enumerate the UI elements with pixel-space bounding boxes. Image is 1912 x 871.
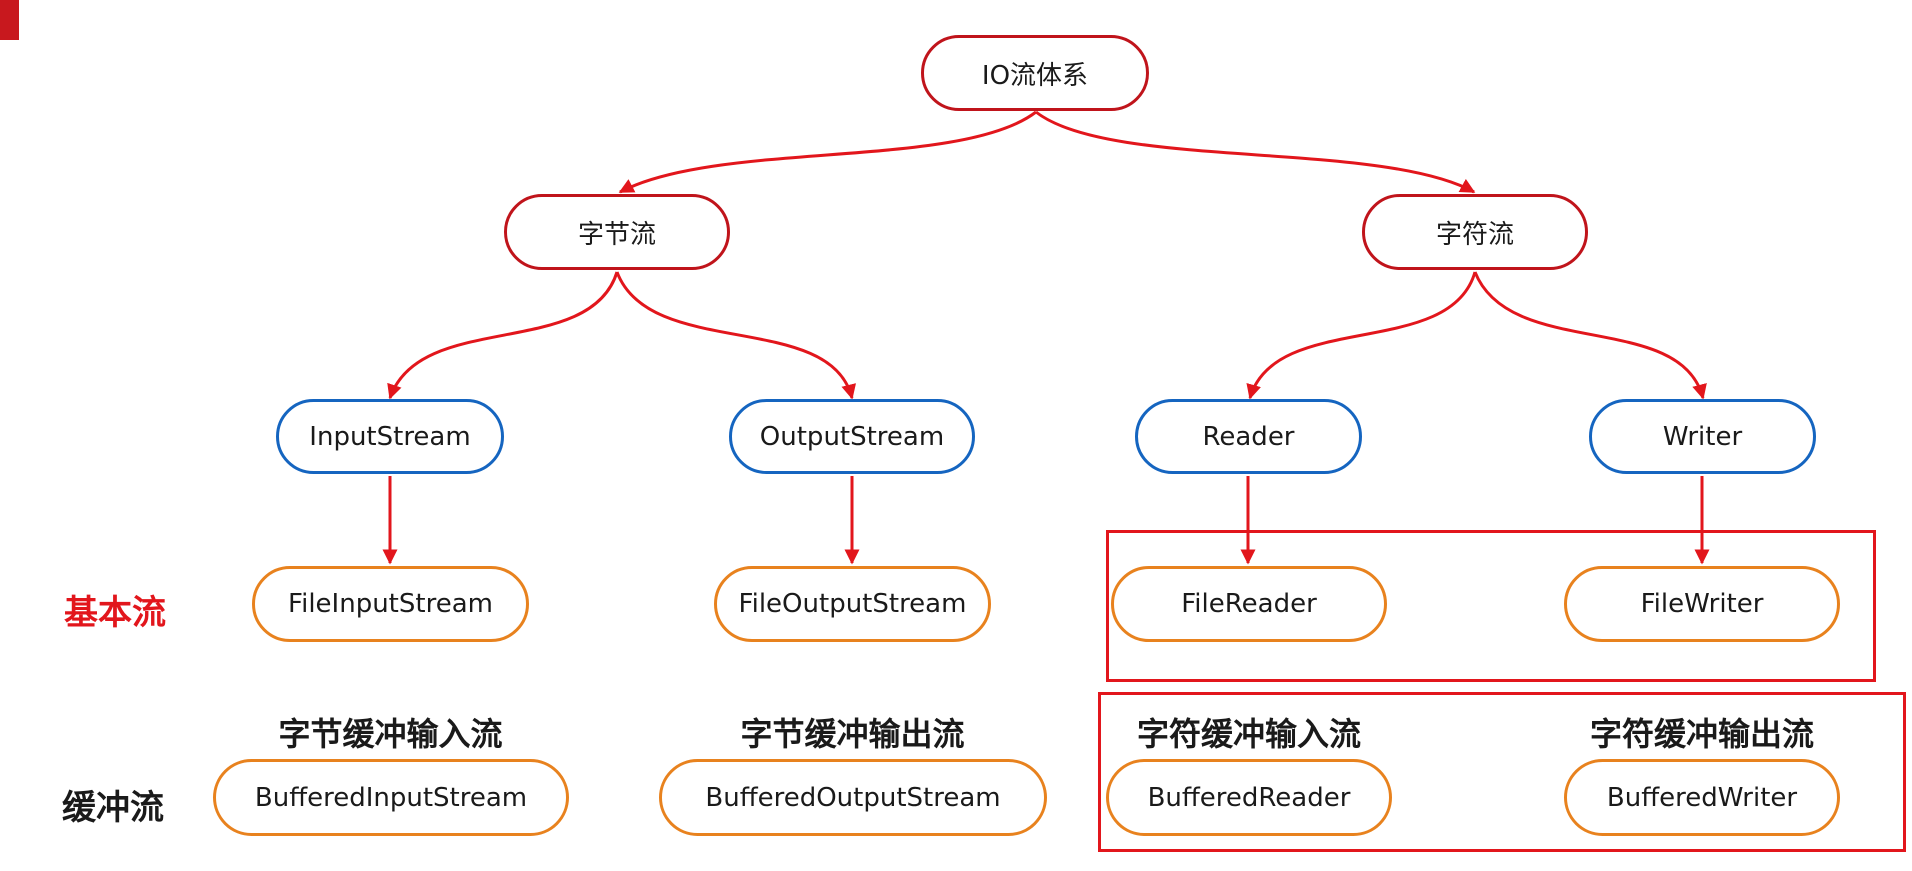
node-bufferedoutputstream: BufferedOutputStream (659, 759, 1047, 836)
node-io-system: IO流体系 (921, 35, 1149, 111)
edge-root-to-char-stream (1035, 110, 1476, 194)
node-filewriter: FileWriter (1564, 566, 1840, 642)
caption-byte-buffered-output: 字节缓冲输出流 (740, 715, 965, 753)
node-byte-stream: 字节流 (504, 194, 730, 270)
char-buffered-stream-highlight (1098, 692, 1906, 852)
node-bufferedreader: BufferedReader (1106, 759, 1392, 836)
slide-corner-mark (0, 0, 19, 40)
row-label-basic-stream: 基本流 (64, 593, 166, 633)
node-bufferedinputstream: BufferedInputStream (213, 759, 569, 836)
node-outputstream: OutputStream (729, 399, 975, 474)
row-label-buffered-stream: 缓冲流 (62, 788, 164, 828)
node-bufferedwriter: BufferedWriter (1564, 759, 1840, 836)
node-inputstream: InputStream (276, 399, 504, 474)
char-basic-stream-highlight (1106, 530, 1876, 682)
node-filereader: FileReader (1111, 566, 1387, 642)
node-fileoutputstream: FileOutputStream (714, 566, 991, 642)
caption-byte-buffered-input: 字节缓冲输入流 (278, 715, 503, 753)
node-reader: Reader (1135, 399, 1362, 474)
edge-root-to-byte-stream (618, 110, 1037, 194)
edge-byte-to-outputstream (615, 271, 856, 400)
node-fileinputstream: FileInputStream (252, 566, 529, 642)
caption-char-buffered-input: 字符缓冲输入流 (1136, 715, 1361, 753)
edge-byte-to-inputstream (387, 271, 619, 400)
node-char-stream: 字符流 (1362, 194, 1588, 270)
edge-char-to-reader (1246, 271, 1477, 400)
edge-char-to-writer (1473, 271, 1707, 400)
node-writer: Writer (1589, 399, 1816, 474)
caption-char-buffered-output: 字符缓冲输出流 (1589, 715, 1814, 753)
